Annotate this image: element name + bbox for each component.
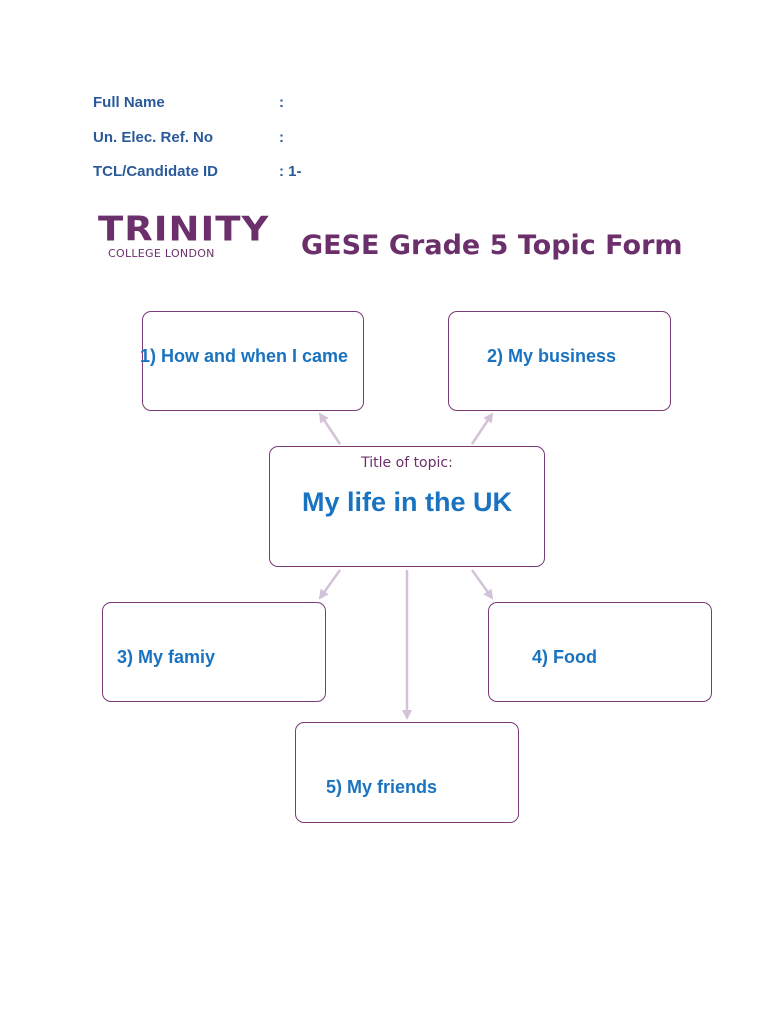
logo-subtitle: COLLEGE LONDON bbox=[108, 247, 215, 260]
ref-no-label: Un. Elec. Ref. No bbox=[93, 129, 214, 146]
trinity-logo: TRINITY COLLEGE LONDON bbox=[98, 212, 268, 264]
subtopic-label-1: 1) How and when I came bbox=[140, 346, 349, 366]
ref-no-value: : bbox=[279, 129, 284, 146]
subtopic-box-4: 4) Food bbox=[488, 602, 712, 702]
subtopic-box-1: 1) How and when I came bbox=[140, 311, 364, 411]
subtopic-label-4: 4) Food bbox=[532, 647, 597, 667]
subtopic-box-3: 3) My famiy bbox=[102, 602, 326, 702]
candidate-id-value: : 1- bbox=[279, 163, 302, 180]
subtopic-box-2: 2) My business bbox=[448, 311, 671, 411]
full-name-label: Full Name bbox=[93, 94, 165, 111]
subtopic-label-2: 2) My business bbox=[487, 346, 617, 366]
logo-name: TRINITY bbox=[98, 209, 270, 249]
arrow-to-subtopic-4 bbox=[470, 569, 494, 600]
subtopic-label-5: 5) My friends bbox=[326, 777, 438, 797]
full-name-value: : bbox=[279, 94, 284, 111]
topic-caption: Title of topic: bbox=[361, 455, 453, 471]
arrow-to-subtopic-2 bbox=[470, 412, 494, 445]
topic-title: My life in the UK bbox=[301, 487, 512, 517]
candidate-id-label: TCL/Candidate ID bbox=[93, 163, 219, 180]
subtopic-box-5: 5) My friends bbox=[295, 722, 519, 823]
form-title: GESE Grade 5 Topic Form bbox=[301, 230, 683, 261]
arrow-to-subtopic-1 bbox=[318, 412, 342, 445]
topic-title-box: Title of topic: My life in the UK bbox=[269, 446, 545, 567]
arrow-to-subtopic-3 bbox=[318, 569, 342, 600]
subtopic-label-3: 3) My famiy bbox=[117, 647, 216, 667]
